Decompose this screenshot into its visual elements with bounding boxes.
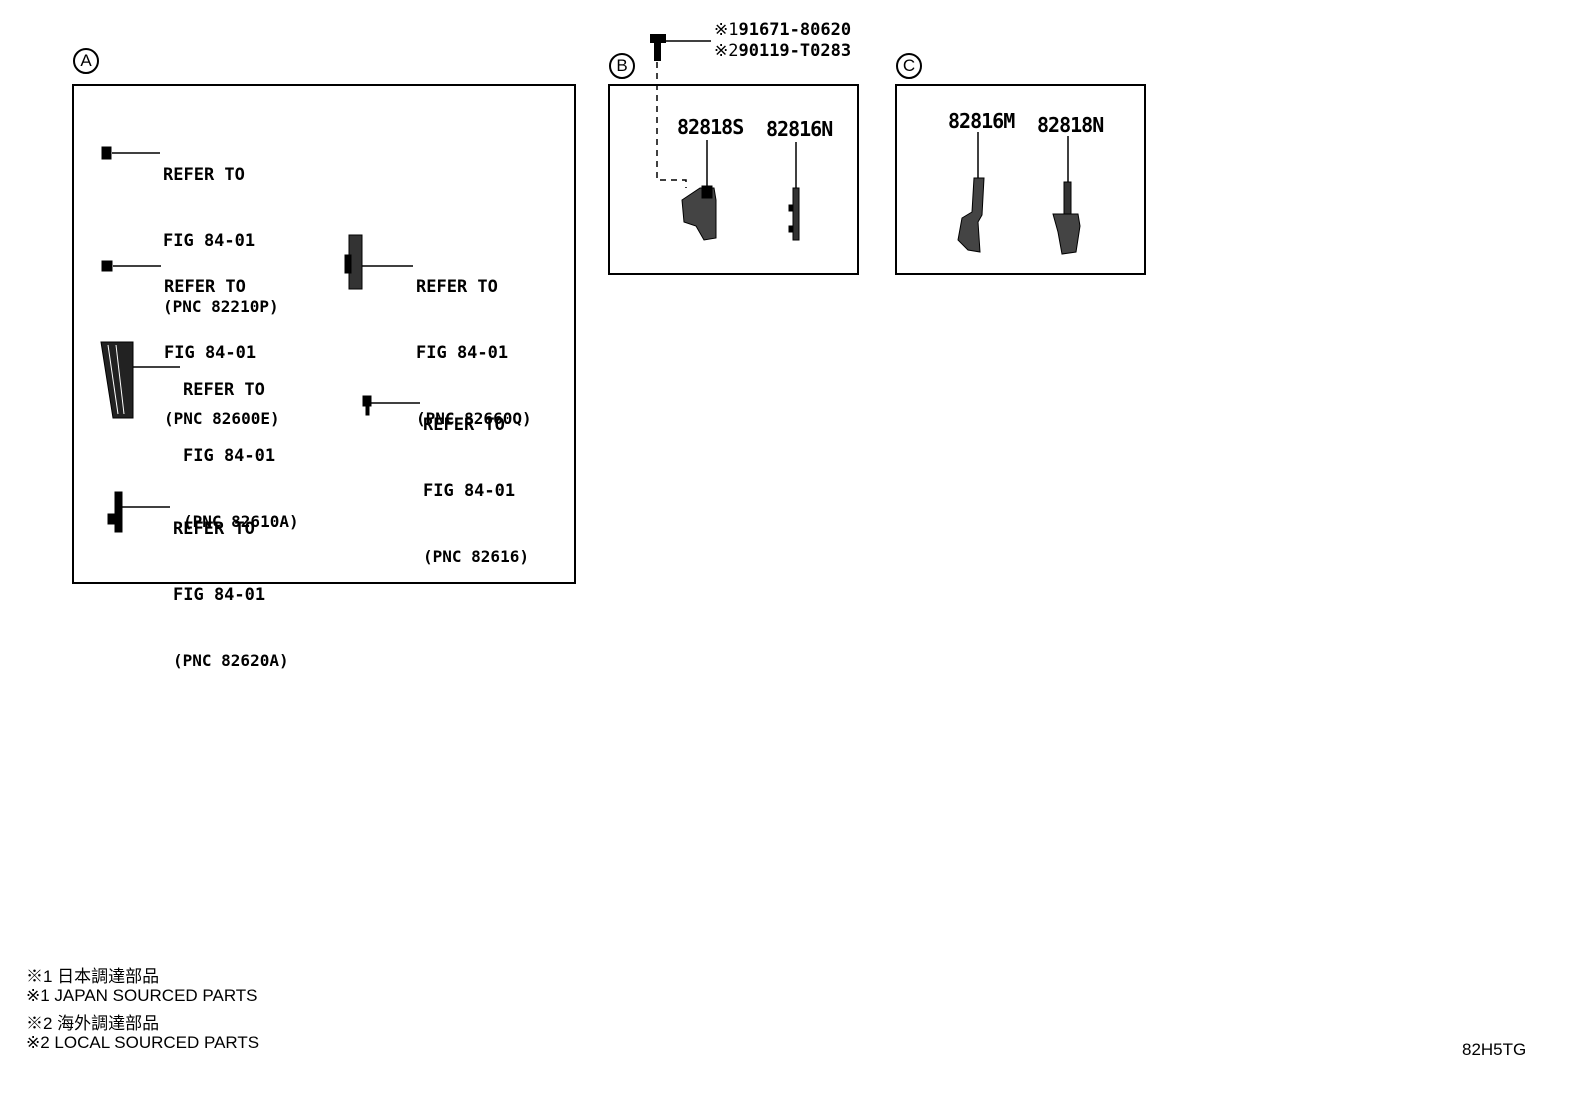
footnote-1-en: ※1 JAPAN SOURCED PARTS <box>26 986 258 1005</box>
part-sketch-82616 <box>362 395 372 416</box>
ref-pnc: (PNC 82600E) <box>164 409 280 428</box>
section-label-a: A <box>73 48 99 74</box>
bolt-mark-2: ※2 <box>714 41 739 61</box>
bolt-part-number-2: ※290119-T0283 <box>714 41 851 61</box>
part-sketch-82818s <box>681 185 717 241</box>
ref-callout-82610a: REFER TO FIG 84-01 (PNC 82610A) <box>183 335 299 555</box>
bolt-mark-1: ※1 <box>714 20 739 40</box>
bolt-part-1: 91671-80620 <box>738 20 852 40</box>
part-sketch-82818n <box>1052 181 1081 255</box>
footnote-2-en: ※2 LOCAL SOURCED PARTS <box>26 1033 260 1052</box>
ref-line-2: FIG 84-01 <box>423 481 516 501</box>
part-number-82818s: 82818S <box>677 115 744 139</box>
ref-line-2: FIG 84-01 <box>173 585 266 605</box>
ref-pnc: (PNC 82210P) <box>163 297 279 316</box>
ref-pnc: (PNC 82620A) <box>173 651 289 670</box>
part-sketch-82600e <box>101 260 113 272</box>
panel-b <box>608 84 859 275</box>
ref-callout-82600e: REFER TO FIG 84-01 (PNC 82600E) <box>164 232 280 452</box>
ref-pnc: (PNC 82616) <box>423 547 529 566</box>
ref-line-2: FIG 84-01 <box>416 343 509 363</box>
ref-line-1: REFER TO <box>164 277 246 297</box>
part-sketch-82816m <box>957 177 985 253</box>
ref-line-1: REFER TO <box>416 277 498 297</box>
footnote-1-jp: ※1 日本調達部品 <box>26 967 160 986</box>
part-number-82816m: 82816M <box>948 109 1015 133</box>
ref-line-2: FIG 84-01 <box>164 343 257 363</box>
ref-callout-82660q: REFER TO FIG 84-01 (PNC 82660Q) <box>416 232 532 452</box>
bolt-part-2: 90119-T0283 <box>738 41 852 61</box>
ref-line-1: REFER TO <box>173 519 255 539</box>
ref-line-1: REFER TO <box>163 165 245 185</box>
part-number-82818n: 82818N <box>1037 113 1104 137</box>
part-sketch-82816n <box>788 187 800 241</box>
part-sketch-82210p <box>101 146 112 160</box>
ref-callout-82616: REFER TO FIG 84-01 (PNC 82616) <box>423 370 529 590</box>
ref-callout-82210p: REFER TO FIG 84-01 (PNC 82210P) <box>163 120 279 340</box>
bolt-dashed-line <box>656 62 687 188</box>
part-sketch-82620a <box>107 491 123 533</box>
ref-line-1: REFER TO <box>423 415 505 435</box>
panel-a <box>72 84 576 584</box>
part-sketch-82660q <box>344 234 363 290</box>
figure-code: 82H5TG <box>1462 1040 1527 1059</box>
part-number-82816n: 82816N <box>766 117 833 141</box>
ref-line-1: REFER TO <box>183 380 265 400</box>
section-label-b: B <box>609 53 635 79</box>
part-sketch-82610a <box>100 341 134 419</box>
ref-line-2: FIG 84-01 <box>183 446 276 466</box>
ref-pnc: (PNC 82610A) <box>183 512 299 531</box>
ref-callout-82620a: REFER TO FIG 84-01 (PNC 82620A) <box>173 474 289 694</box>
bolt-part-number-1: ※191671-80620 <box>714 20 851 40</box>
bolt-icon <box>650 34 666 61</box>
footnote-2-jp: ※2 海外調達部品 <box>26 1014 160 1033</box>
ref-line-2: FIG 84-01 <box>163 231 256 251</box>
ref-pnc: (PNC 82660Q) <box>416 409 532 428</box>
panel-c <box>895 84 1146 275</box>
section-label-c: C <box>896 53 922 79</box>
